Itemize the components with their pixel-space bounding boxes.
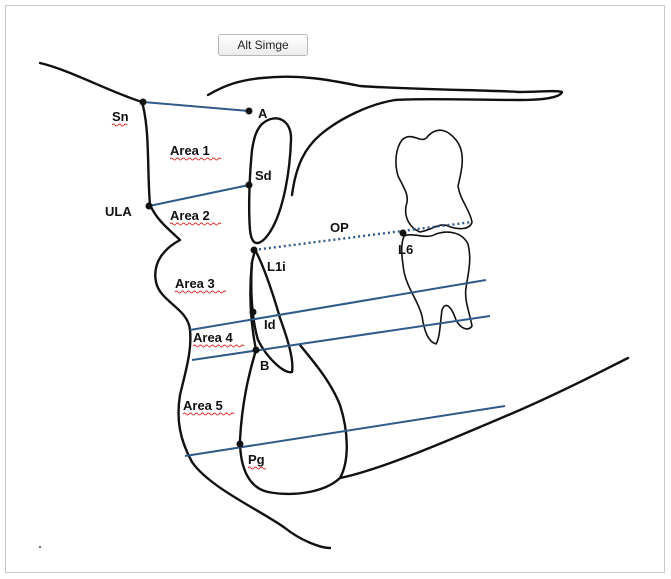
label-area-4: Area 4 <box>193 330 234 345</box>
point-b <box>253 347 260 354</box>
label-sd: Sd <box>255 168 272 183</box>
label-l1i: L1i <box>267 259 286 274</box>
label-ula: ULA <box>105 204 132 219</box>
label-b: B <box>260 358 269 373</box>
label-op: OP <box>330 220 349 235</box>
point-pg <box>237 441 244 448</box>
point-id <box>250 309 257 316</box>
point-l1i <box>251 247 258 254</box>
soft-tissue-profile-outline <box>40 63 330 548</box>
point-l6 <box>400 230 407 237</box>
label-a: A <box>258 106 268 121</box>
label-pg: Pg <box>248 452 265 467</box>
label-area-3: Area 3 <box>175 276 215 291</box>
label-l6: L6 <box>398 242 413 257</box>
point-ula <box>146 203 153 210</box>
occlusal-plane-line <box>254 222 472 250</box>
stray-dot <box>39 546 41 548</box>
label-area-5: Area 5 <box>183 398 223 413</box>
point-sd <box>246 182 253 189</box>
label-id: Id <box>264 317 276 332</box>
label-area-1: Area 1 <box>170 143 210 158</box>
upper-molar-outline <box>396 130 472 232</box>
point-sn <box>140 99 147 106</box>
label-area-2: Area 2 <box>170 208 210 223</box>
mandible-outline <box>340 358 628 478</box>
sn-a-line <box>143 102 249 111</box>
label-sn: Sn <box>112 109 129 124</box>
ula-sd-line <box>149 185 249 206</box>
point-a <box>246 108 253 115</box>
